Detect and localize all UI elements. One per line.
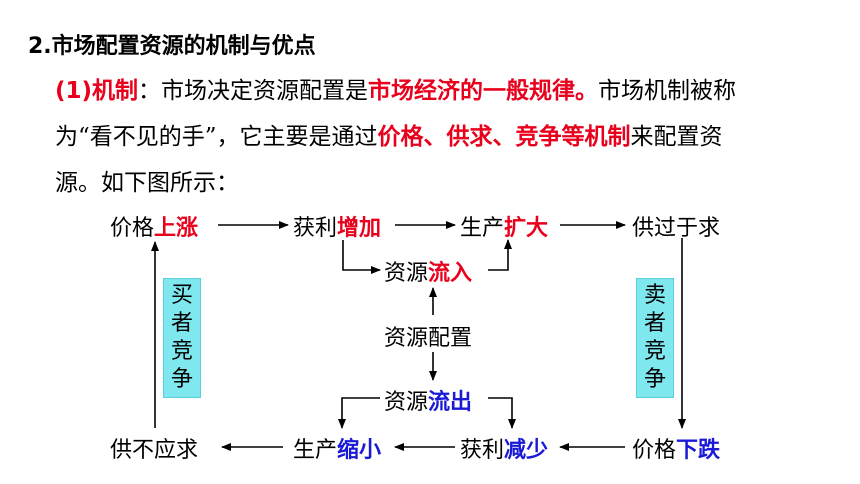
sellers-char: 竞 <box>643 339 666 364</box>
sellers-char: 者 <box>643 311 666 336</box>
node-profit-down-base: 获利 <box>460 438 505 463</box>
node-production-down: 生产缩小 <box>293 432 381 464</box>
sellers-compete-box: 卖 者 竞 争 <box>636 278 674 398</box>
node-profit-down-hl: 减少 <box>504 438 549 463</box>
buyers-compete-box: 买 者 竞 争 <box>163 278 201 398</box>
buyers-char: 竞 <box>170 339 193 364</box>
node-inflow-base: 资源 <box>384 261 429 286</box>
mechanism-label: (1)机制 <box>55 78 139 104</box>
node-outflow-base: 资源 <box>384 390 429 415</box>
node-profit-up-base: 获利 <box>293 216 338 241</box>
node-production-down-hl: 缩小 <box>337 438 382 463</box>
node-production-up: 生产扩大 <box>460 210 548 242</box>
section-heading: 2.市场配置资源的机制与优点 <box>28 34 316 59</box>
node-price-down-base: 价格 <box>632 438 677 463</box>
node-price-up-base: 价格 <box>110 216 155 241</box>
paragraph-text-2: 市场机制被称为“看不见的手”，它主要是通过 <box>55 78 737 150</box>
mechanisms-highlight: 价格、供求、竞争等机制 <box>377 124 631 150</box>
buyers-char: 争 <box>170 367 193 392</box>
node-demand-exceeds-supply: 供不应求 <box>110 438 199 463</box>
node-profit-up-hl: 增加 <box>337 216 382 241</box>
node-outflow-hl: 流出 <box>428 390 473 415</box>
mechanism-paragraph: (1)机制：市场决定资源配置是市场经济的一般规律。市场机制被称为“看不见的手”，… <box>55 68 745 206</box>
node-profit-down: 获利减少 <box>460 432 548 464</box>
sellers-char: 争 <box>643 367 666 392</box>
node-production-up-hl: 扩大 <box>504 216 549 241</box>
buyers-char: 者 <box>170 311 193 336</box>
node-price-up-hl: 上涨 <box>154 216 199 241</box>
node-resource-inflow: 资源流入 <box>384 255 472 287</box>
buyers-char: 买 <box>170 283 193 308</box>
market-law-highlight: 市场经济的一般规律。 <box>368 78 599 104</box>
paragraph-text-3: 来配置资源。如下图所示： <box>55 124 723 196</box>
node-price-down: 价格下跌 <box>632 432 720 464</box>
node-supply-exceeds-demand: 供过于求 <box>632 216 721 241</box>
node-production-down-base: 生产 <box>293 438 338 463</box>
sellers-char: 卖 <box>643 283 666 308</box>
node-price-down-hl: 下跌 <box>676 438 721 463</box>
node-inflow-hl: 流入 <box>428 261 473 286</box>
node-production-up-base: 生产 <box>460 216 505 241</box>
node-resource-outflow: 资源流出 <box>384 384 472 416</box>
node-price-up: 价格上涨 <box>110 210 198 242</box>
node-profit-up: 获利增加 <box>293 210 381 242</box>
node-resource-allocation: 资源配置 <box>384 326 473 351</box>
paragraph-text-1: ：市场决定资源配置是 <box>138 78 369 104</box>
